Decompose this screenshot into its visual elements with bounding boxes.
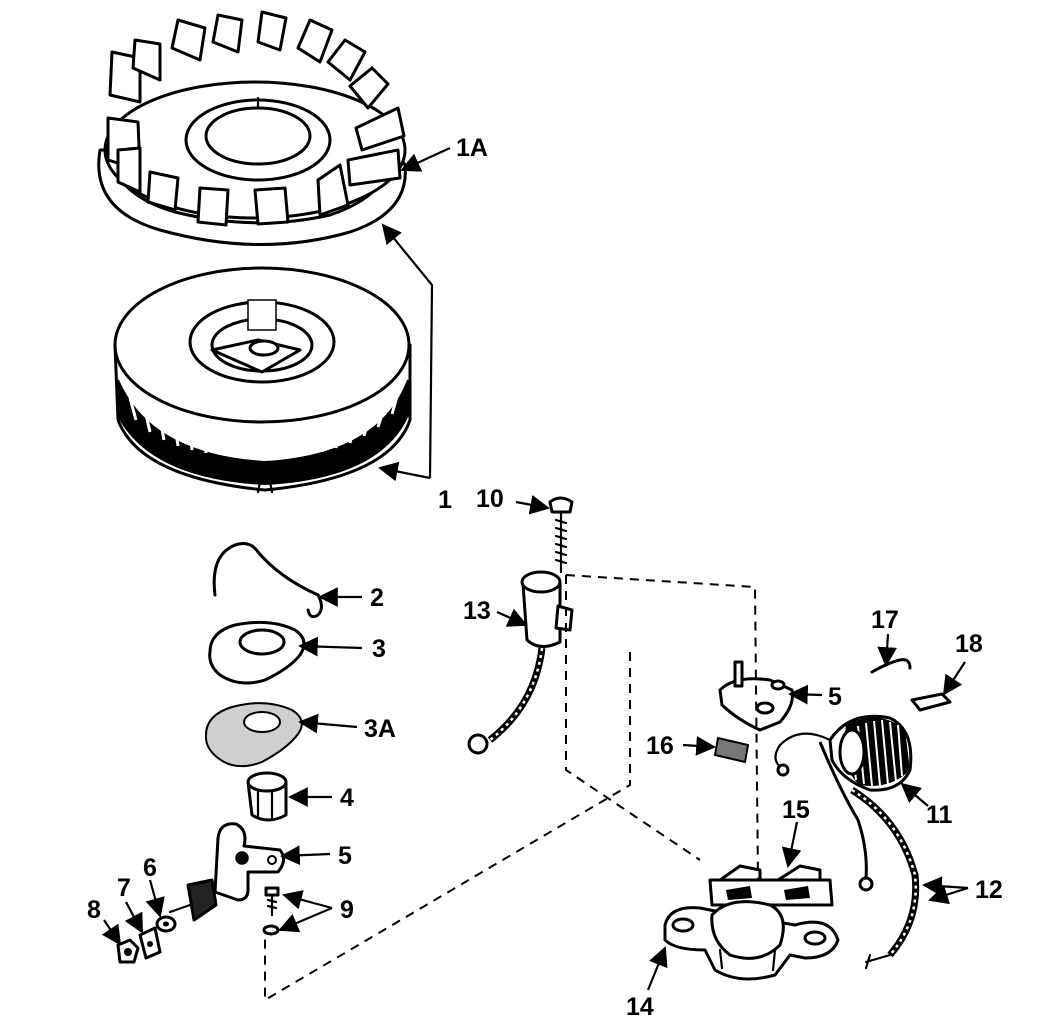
flywheel-fan	[97, 10, 407, 246]
terminal-7	[138, 926, 162, 960]
insulator-plate	[713, 736, 750, 764]
callout-leaders	[101, 147, 969, 991]
coil-mount	[708, 864, 834, 907]
callout-2: 2	[370, 584, 384, 612]
flywheel	[113, 266, 412, 494]
condenser	[467, 570, 574, 755]
breaker-arm	[168, 822, 285, 922]
callout-1a: 1A	[456, 134, 488, 162]
ignition-coil	[774, 714, 913, 792]
assembly-guide-lines	[264, 574, 759, 1002]
gasket	[204, 702, 303, 768]
spring-clip	[212, 542, 323, 619]
callout-labels: 1A 1 2 3 3A 4 5 6 7 8 9 10 13 5 16 17 18…	[87, 134, 1003, 1021]
callout-10: 10	[476, 485, 504, 513]
callout-1: 1	[438, 486, 452, 514]
callout-5-left: 5	[338, 842, 352, 870]
wire-clip	[870, 658, 912, 674]
callout-14: 14	[626, 993, 654, 1021]
callout-11: 11	[926, 801, 953, 829]
block-18	[910, 692, 952, 712]
callout-13: 13	[463, 597, 491, 625]
callout-15: 15	[782, 796, 810, 824]
callout-16: 16	[646, 732, 674, 760]
callout-4: 4	[340, 784, 354, 812]
bushing	[246, 771, 288, 822]
callout-12: 12	[975, 876, 1003, 904]
callout-3a: 3A	[364, 715, 396, 743]
callout-18: 18	[955, 630, 983, 658]
screw-10	[548, 496, 574, 574]
callout-3: 3	[372, 635, 386, 663]
fan-blades	[106, 10, 406, 227]
callout-8: 8	[87, 896, 101, 924]
callout-7: 7	[117, 874, 131, 902]
callout-6: 6	[143, 854, 157, 882]
nut-8	[116, 938, 140, 964]
callout-17: 17	[871, 606, 899, 634]
callout-9: 9	[340, 896, 354, 924]
washer-6	[155, 915, 177, 933]
stator-base	[663, 900, 840, 981]
cover-plate	[208, 620, 306, 685]
callout-5-right: 5	[828, 683, 842, 711]
screw-9	[262, 886, 280, 936]
ignition-leads	[818, 741, 920, 970]
